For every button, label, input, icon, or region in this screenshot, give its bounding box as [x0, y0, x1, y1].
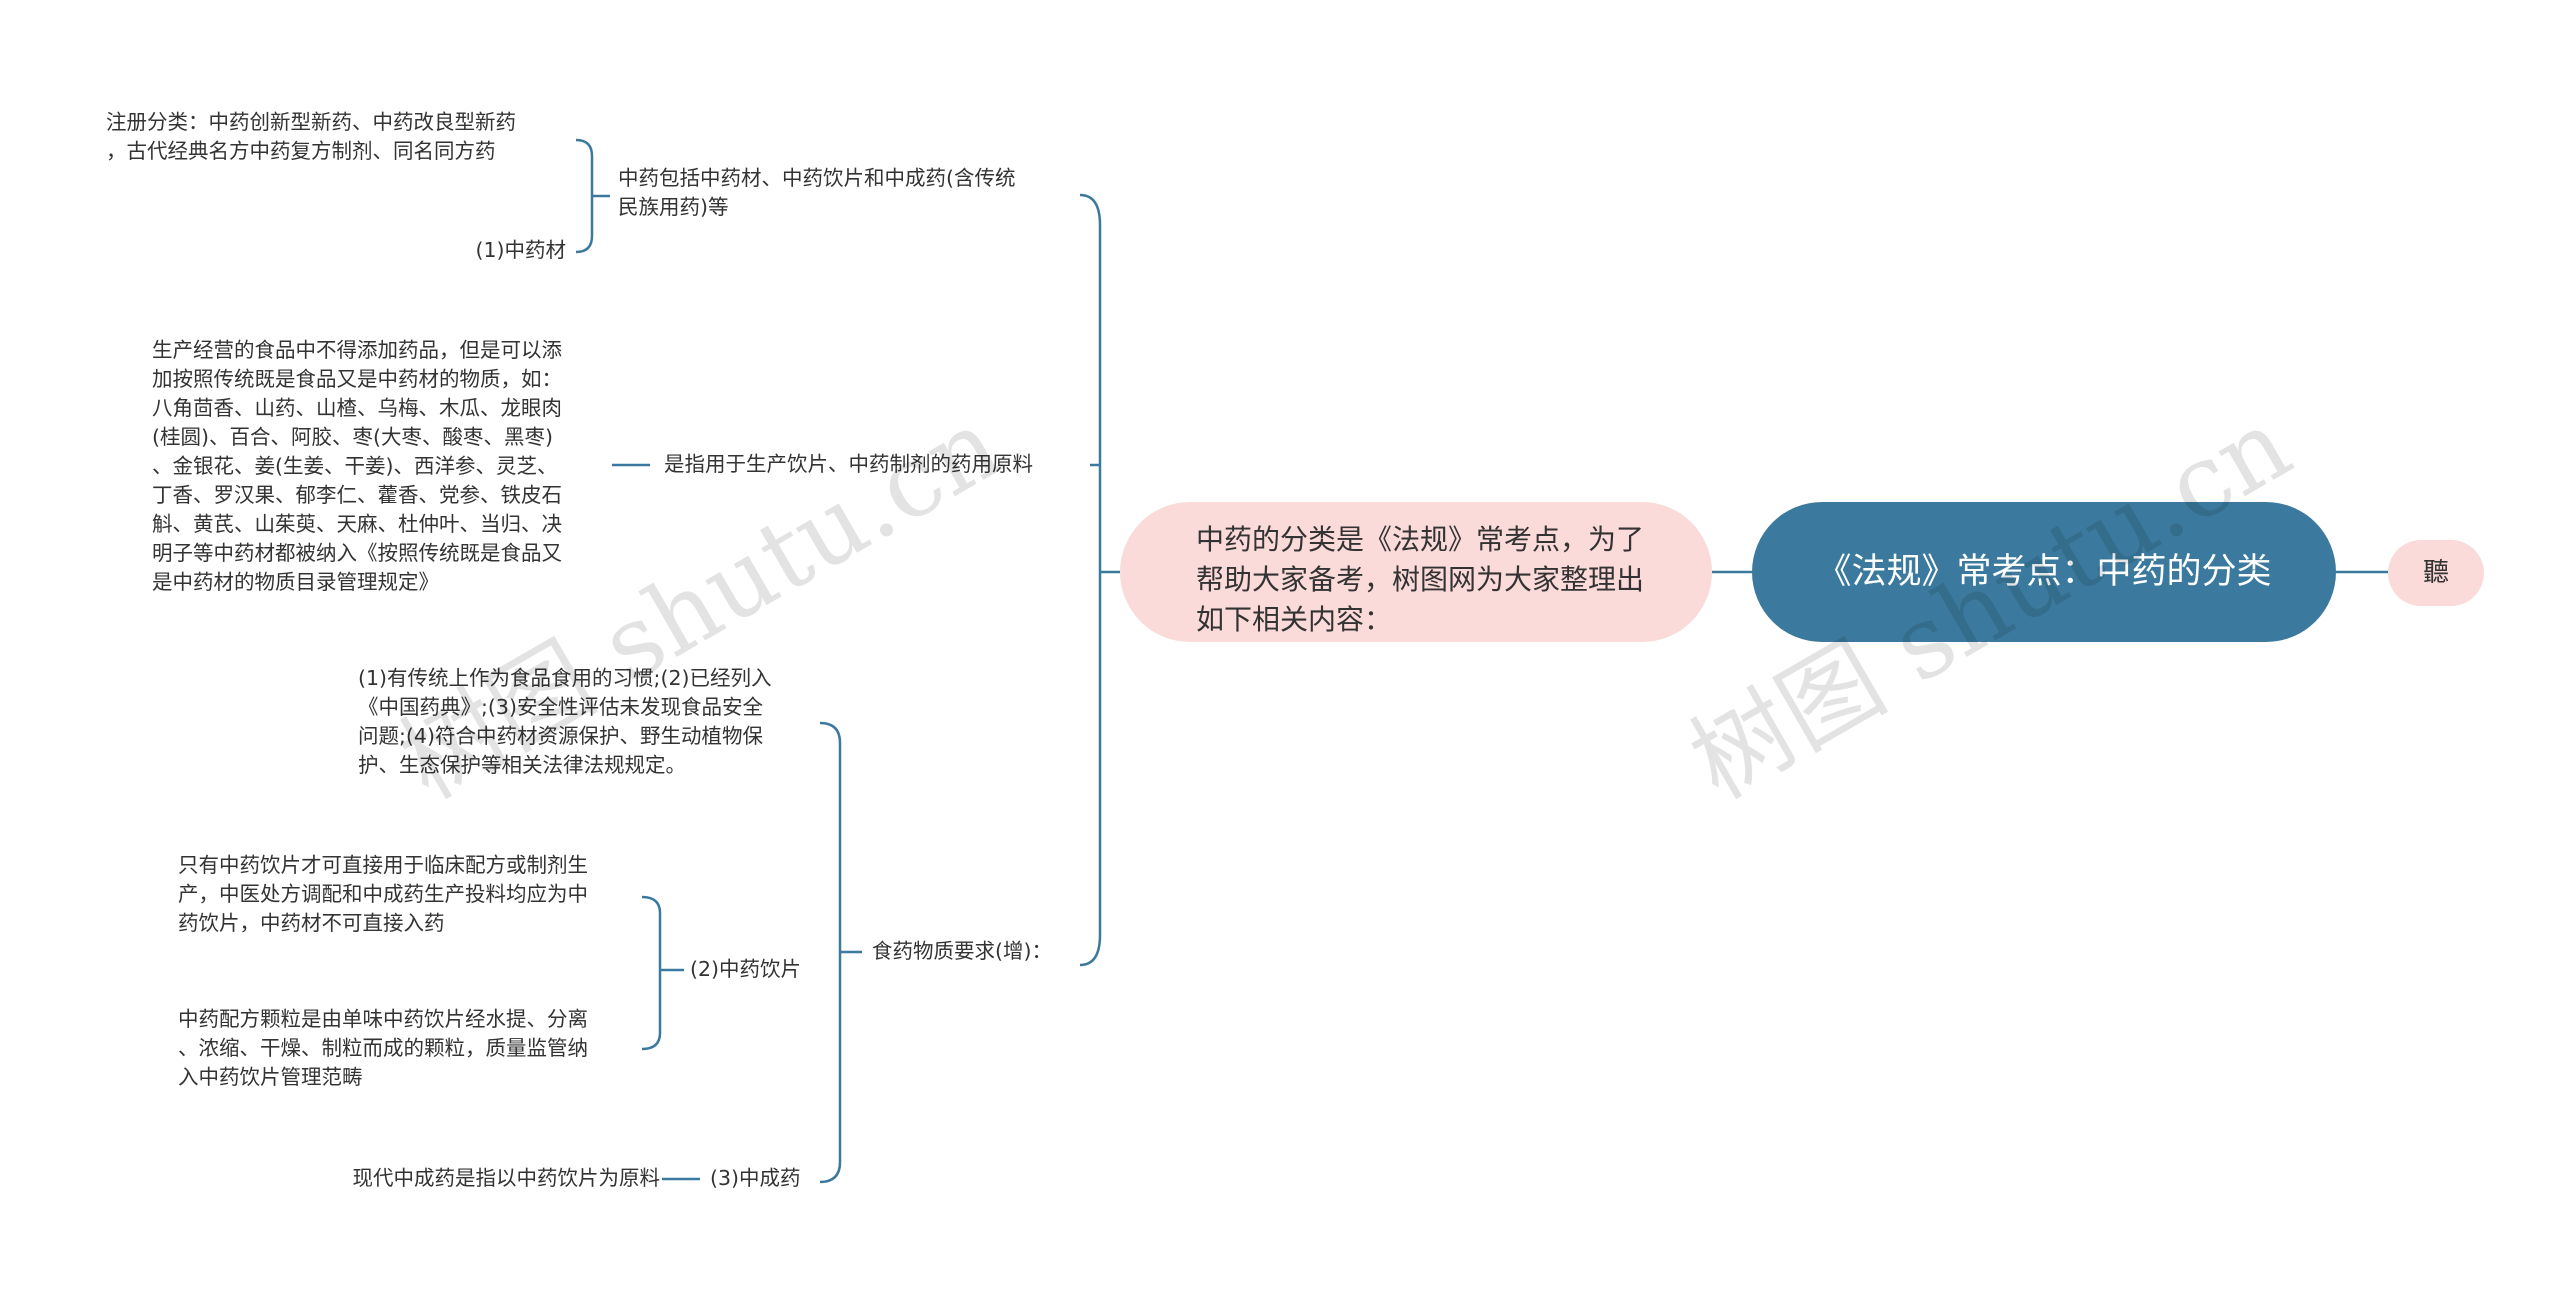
- branch-definition[interactable]: 是指用于生产饮片、中药制剂的药用原料: [664, 452, 1033, 476]
- trunk-brace: [1079, 193, 1102, 967]
- decoction-pieces[interactable]: (2)中药饮片: [690, 957, 802, 981]
- formula-granules[interactable]: 中药配方颗粒是由单味中药饮片经水提、分离 、浓缩、干燥、制粒而成的颗粒，质量监管…: [178, 1007, 588, 1089]
- herbal-material[interactable]: (1)中药材: [475, 238, 566, 262]
- registration-category[interactable]: 注册分类：中药创新型新药、中药改良型新药 ，古代经典名方中药复方制剂、同名同方药: [106, 110, 516, 163]
- patent-medicine-definition[interactable]: 现代中成药是指以中药饮片为原料: [352, 1166, 661, 1190]
- decoction-direct-use[interactable]: 只有中药饮片才可直接用于临床配方或制剂生 产，中医处方调配和中成药生产投料均应为…: [178, 853, 588, 935]
- b1-brace: [575, 138, 594, 254]
- b3-brace: [819, 721, 842, 1184]
- branch-food-drug-requirements[interactable]: 食药物质要求(增)：: [872, 939, 1052, 963]
- slices-brace: [641, 895, 662, 1051]
- tail-node[interactable]: 聽: [2388, 540, 2484, 606]
- food-medicine-list[interactable]: 生产经营的食品中不得添加药品，但是可以添 加按照传统既是食品又是中药材的物质，如…: [152, 338, 562, 594]
- patent-medicine[interactable]: (3)中成药: [710, 1166, 801, 1190]
- branch-ingredients[interactable]: 中药包括中药材、中药饮片和中成药(含传统 民族用药)等: [618, 166, 1016, 219]
- intro-node[interactable]: 中药的分类是《法规》常考点，为了帮助大家备考，树图网为大家整理出如下相关内容：: [1120, 502, 1712, 642]
- root-topic[interactable]: 《法规》常考点：中药的分类: [1752, 502, 2336, 642]
- food-drug-conditions[interactable]: (1)有传统上作为食品食用的习惯;(2)已经列入 《中国药典》;(3)安全性评估…: [358, 666, 772, 777]
